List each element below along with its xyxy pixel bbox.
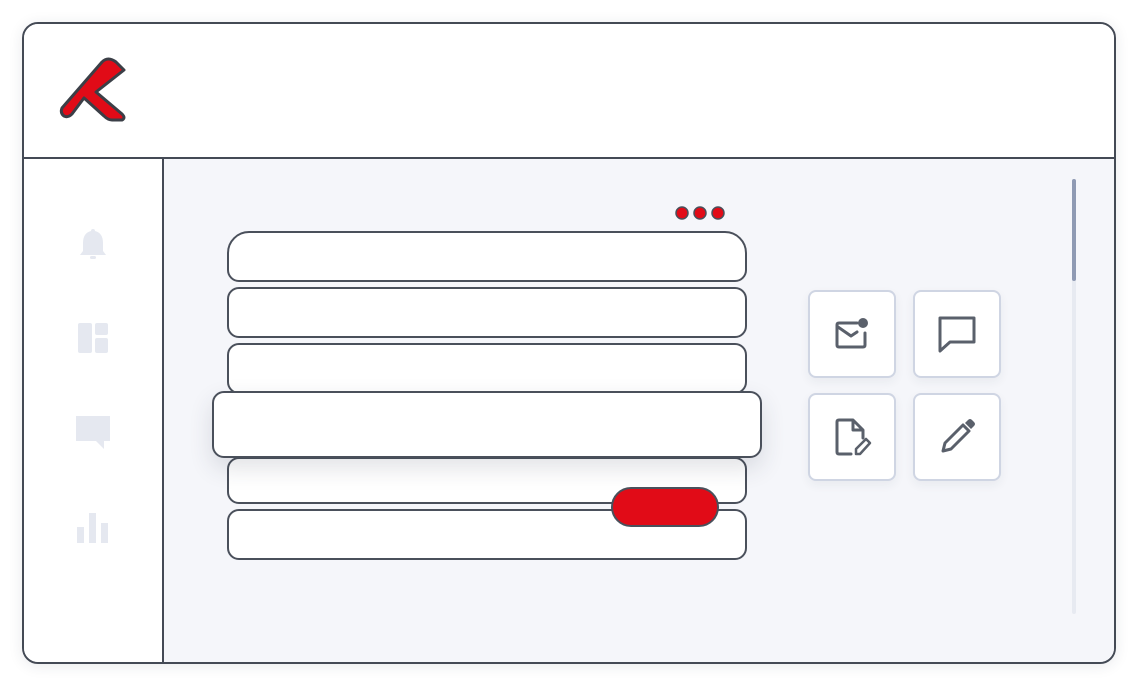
mail-button[interactable]: [808, 290, 896, 378]
pencil-button[interactable]: [913, 393, 1001, 481]
comment-button[interactable]: [913, 290, 1001, 378]
header-bar: [24, 24, 1114, 159]
list-item[interactable]: [227, 343, 747, 394]
chat-icon[interactable]: [74, 413, 112, 451]
mail-notification-icon: [835, 318, 868, 349]
edit-document-button[interactable]: [808, 393, 896, 481]
scrollbar[interactable]: [1072, 179, 1076, 614]
edit-document-icon: [835, 418, 872, 456]
bell-icon[interactable]: [74, 225, 112, 263]
list-item[interactable]: [227, 457, 747, 504]
brand-logo-icon[interactable]: [56, 52, 132, 122]
highlight-pill-button[interactable]: [611, 487, 719, 527]
comment-icon: [938, 316, 976, 353]
more-dots-icon[interactable]: [672, 203, 728, 223]
pencil-icon: [941, 419, 975, 453]
list-item[interactable]: [227, 287, 747, 338]
scrollbar-thumb[interactable]: [1072, 179, 1076, 281]
main-content: [164, 159, 1114, 662]
app-window: [22, 22, 1116, 664]
sidebar: [24, 159, 164, 662]
list-item[interactable]: [227, 231, 747, 282]
dashboard-icon[interactable]: [74, 319, 112, 357]
bar-chart-icon[interactable]: [74, 509, 112, 547]
list-item-selected[interactable]: [212, 391, 762, 458]
